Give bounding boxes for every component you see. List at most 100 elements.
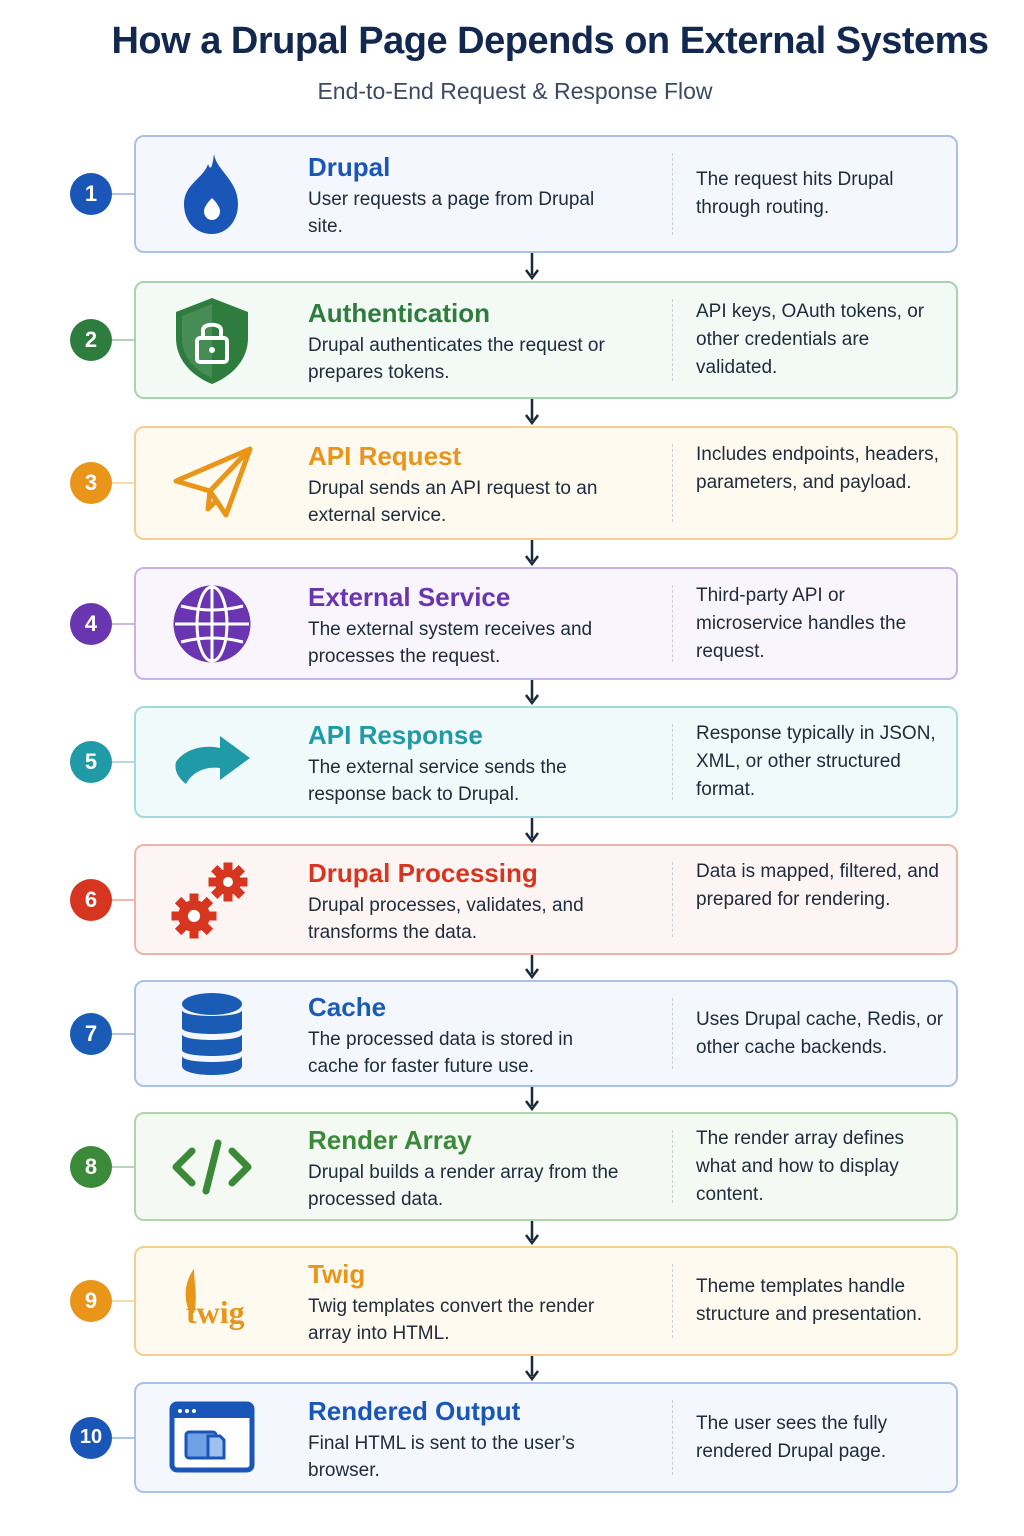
flow-arrow	[524, 818, 540, 844]
paper-plane-icon	[164, 435, 260, 531]
step-note: Response typically in JSON, XML, or othe…	[696, 723, 936, 800]
gears-icon	[164, 852, 260, 948]
card-divider	[672, 1264, 673, 1338]
flow-arrow	[524, 253, 540, 281]
step-number-badge: 10	[70, 1416, 112, 1459]
badge-connector	[112, 1300, 134, 1302]
badge-connector	[112, 1165, 134, 1168]
step-note: Theme templates handle structure and pre…	[696, 1276, 923, 1325]
step-note: API keys, OAuth tokens, or other credent…	[696, 301, 925, 378]
step-title: External Service	[308, 581, 511, 612]
step-description: Final HTML is sent to the user’s browser…	[308, 1432, 575, 1481]
card-divider	[672, 585, 673, 662]
step-number-badge: 2	[70, 319, 112, 361]
database-icon	[164, 986, 260, 1082]
badge-connector	[112, 193, 134, 195]
card-divider	[672, 998, 673, 1069]
step-description: Drupal sends an API request to an extern…	[308, 478, 598, 526]
step-title: Rendered Output	[308, 1395, 521, 1426]
step-number-badge: 8	[70, 1145, 112, 1188]
globe-icon	[164, 576, 260, 672]
twig-logo-text: twig	[186, 1294, 245, 1330]
page-title: How a Drupal Page Depends on External Sy…	[111, 20, 989, 62]
step-title: Authentication	[308, 298, 490, 328]
flow-arrow	[524, 540, 540, 567]
code-icon	[164, 1119, 260, 1215]
step-number-badge: 7	[70, 1012, 112, 1055]
step-note: The render array defines what and how to…	[696, 1127, 905, 1205]
flow-arrow	[524, 1356, 540, 1382]
card-divider	[672, 724, 673, 800]
step-description: The processed data is stored in cache fo…	[308, 1028, 574, 1077]
step-description: The external service sends the response …	[308, 757, 567, 805]
step-title: Render Array	[308, 1124, 472, 1155]
step-title: Twig	[308, 1259, 366, 1289]
step-number-badge: 9	[70, 1280, 112, 1322]
browser-window-icon	[164, 1390, 260, 1486]
flow-arrow	[524, 1087, 540, 1112]
shield-lock-icon	[164, 292, 260, 388]
step-number-badge: 6	[70, 878, 112, 921]
step-number-badge: 5	[70, 741, 112, 783]
badge-connector	[112, 622, 134, 625]
card-divider	[672, 444, 673, 522]
badge-connector	[112, 898, 134, 901]
step-title: Cache	[308, 991, 387, 1022]
step-description: User requests a page from Drupal site.	[308, 189, 595, 237]
step-note: Third-party API or microservice handles …	[696, 584, 907, 662]
twig-logo-icon: twig	[164, 1253, 260, 1349]
step-number-badge: 4	[70, 602, 112, 645]
flow-arrow	[524, 955, 540, 980]
step-description: Drupal authenticates the request or prep…	[308, 335, 605, 383]
card-divider	[672, 1130, 673, 1203]
flow-arrow	[524, 399, 540, 426]
step-note: The user sees the fully rendered Drupal …	[696, 1412, 888, 1462]
badge-connector	[112, 1436, 134, 1439]
step-title: Drupal Processing	[308, 857, 538, 888]
curved-arrow-icon	[164, 714, 260, 810]
badge-connector	[112, 482, 134, 484]
card-divider	[672, 1400, 673, 1475]
flow-arrow	[524, 680, 540, 706]
step-description: The external system receives and process…	[308, 618, 593, 667]
card-divider	[672, 862, 673, 937]
step-title: API Response	[308, 720, 483, 750]
card-divider	[672, 299, 673, 381]
card-divider	[672, 153, 673, 235]
step-number-badge: 1	[70, 173, 112, 215]
step-title: Drupal	[308, 152, 391, 182]
step-description: Twig templates convert the render array …	[308, 1296, 595, 1344]
badge-connector	[112, 339, 134, 341]
badge-connector	[112, 1032, 134, 1035]
step-note: The request hits Drupal through routing.	[696, 169, 894, 218]
step-title: API Request	[308, 441, 462, 471]
flow-arrow	[524, 1221, 540, 1246]
step-note: Includes endpoints, headers, parameters,…	[696, 444, 939, 493]
step-number-badge: 3	[70, 462, 112, 504]
step-note: Data is mapped, filtered, and prepared f…	[696, 860, 939, 910]
page-subtitle: End-to-End Request & Response Flow	[317, 78, 713, 104]
step-note: Uses Drupal cache, Redis, or other cache…	[696, 1008, 944, 1058]
drupal-drop-icon	[164, 146, 260, 242]
badge-connector	[112, 761, 134, 763]
